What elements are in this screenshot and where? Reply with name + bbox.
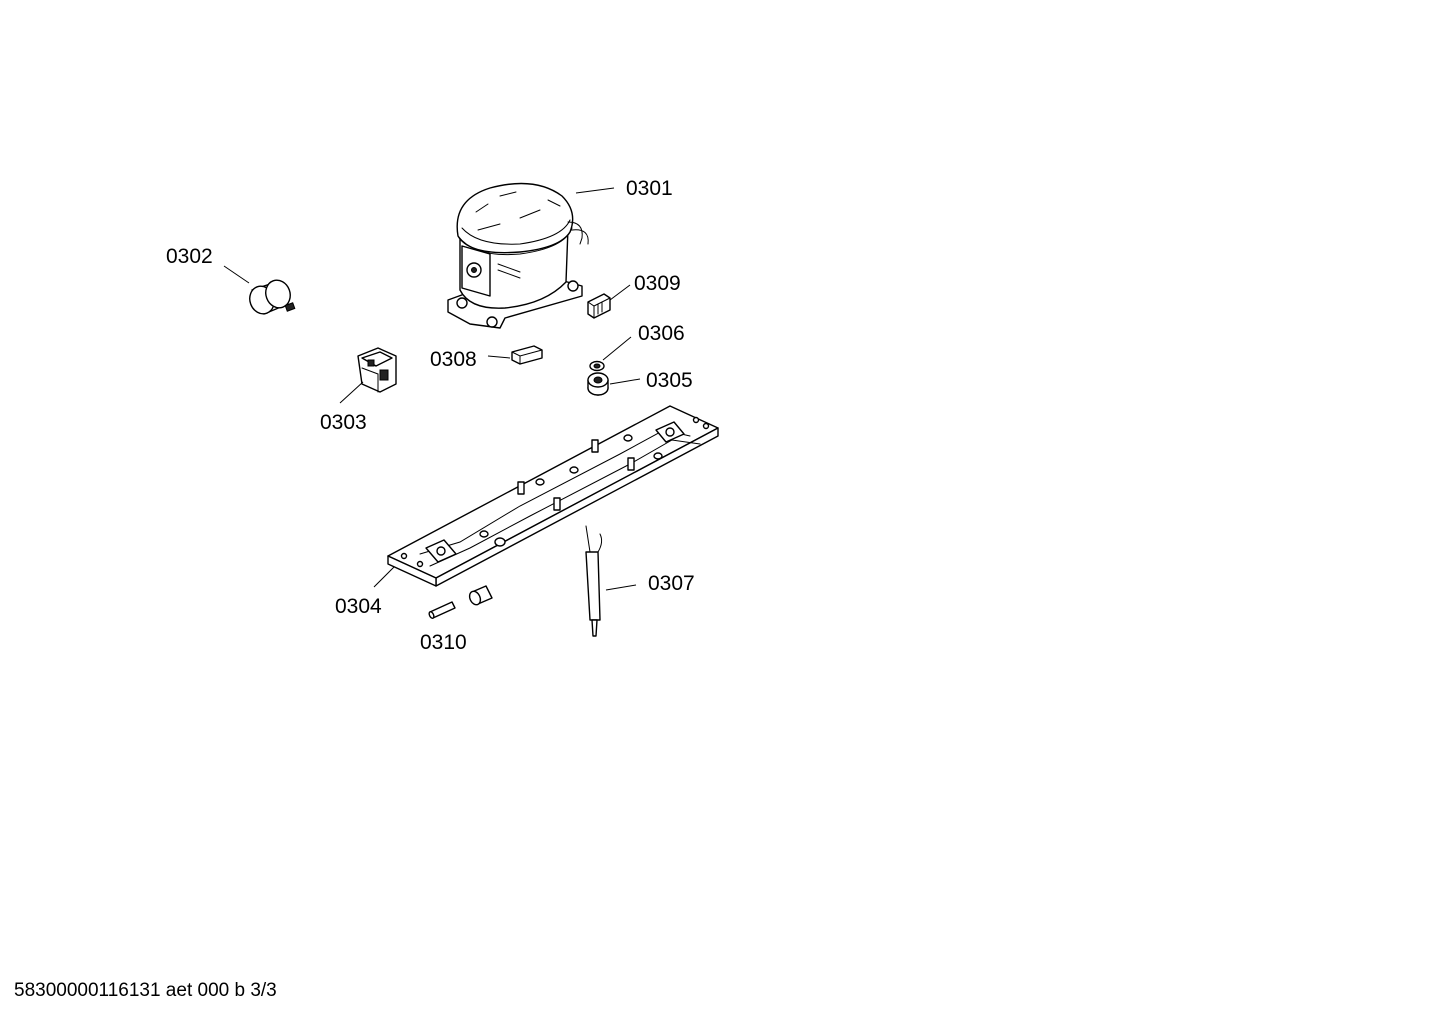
pin-and-sleeve-part [428, 585, 493, 619]
callout-0305: 0305 [646, 369, 693, 392]
callout-0302: 0302 [166, 245, 213, 268]
leader-0309 [609, 284, 631, 301]
callout-0308: 0308 [430, 348, 477, 371]
relay-part [357, 347, 397, 393]
callout-0301: 0301 [626, 177, 673, 200]
clip-part-0309 [587, 293, 611, 319]
callout-0309: 0309 [634, 272, 681, 295]
callout-0307: 0307 [648, 572, 695, 595]
callout-0304: 0304 [335, 595, 382, 618]
drawing-reference-code: 58300000116131 aet 000 b 3/3 [14, 980, 277, 1001]
leader-0304 [373, 566, 395, 588]
filter-drier-part [585, 525, 603, 637]
leader-0303 [339, 381, 364, 404]
callout-0310: 0310 [420, 631, 467, 654]
leader-lines [223, 187, 641, 591]
mounting-rail-part [387, 405, 719, 587]
callout-labels: 0301 0302 0303 0304 0305 0306 0307 0308 … [166, 177, 695, 654]
leader-0308 [487, 355, 511, 359]
leader-0306 [602, 336, 632, 361]
clip-part-0308 [511, 345, 543, 365]
callout-0306: 0306 [638, 322, 685, 345]
callout-0303: 0303 [320, 411, 367, 434]
capacitor-part [249, 279, 296, 315]
grommet-part [587, 372, 609, 396]
leader-0301 [575, 187, 615, 194]
compressor-part [447, 182, 589, 329]
washer-part [589, 360, 605, 372]
leader-0307 [605, 584, 637, 591]
leader-0302 [223, 265, 250, 284]
leader-0305 [609, 378, 641, 385]
